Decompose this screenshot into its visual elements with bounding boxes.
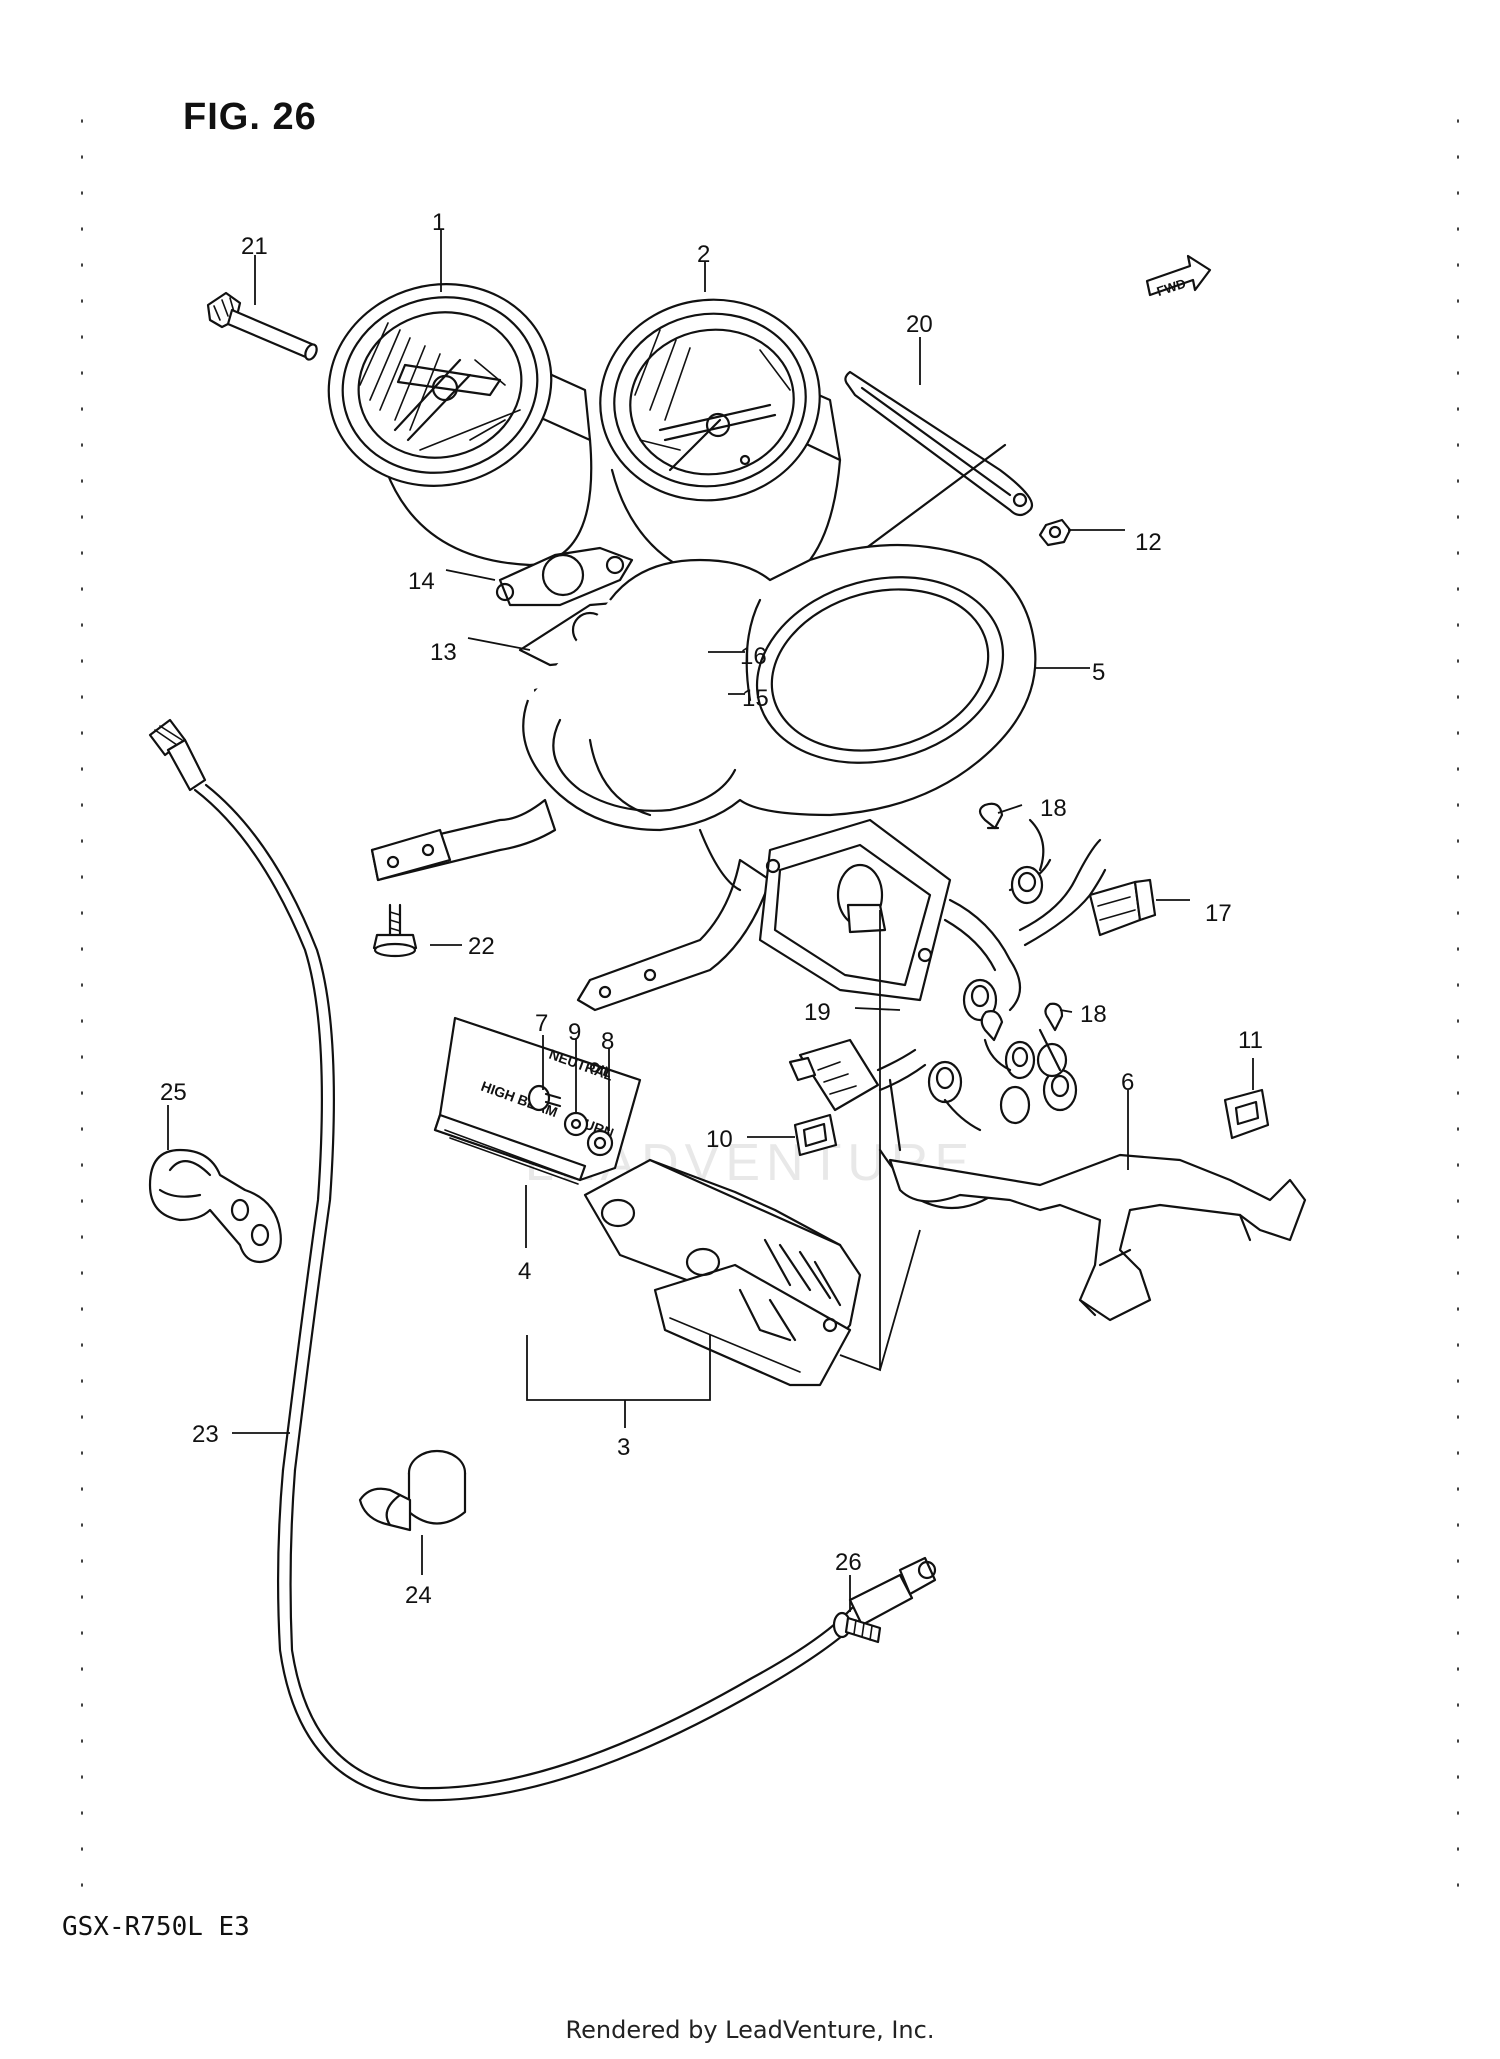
footer-credit: Rendered by LeadVenture, Inc.	[565, 2016, 935, 2044]
figure-title: FIG. 26	[183, 96, 317, 138]
callout-6: 6	[1121, 1069, 1134, 1096]
leader-lines	[167, 230, 1254, 1612]
callout-7: 7	[535, 1010, 548, 1037]
callout-4: 4	[518, 1258, 531, 1285]
part-25-clamp	[148, 1148, 282, 1264]
part-24-clamp	[358, 1449, 467, 1532]
part-1-tachometer	[327, 283, 593, 567]
callout-13: 13	[430, 639, 457, 666]
callout-12: 12	[1135, 529, 1162, 556]
callout-24: 24	[405, 1582, 432, 1609]
callout-18-bottom: 18	[1080, 1001, 1107, 1028]
lamp-harness	[758, 818, 1107, 1210]
callout-17: 17	[1205, 900, 1232, 927]
part-12-nut	[1038, 518, 1072, 547]
part-8-washer	[586, 1129, 614, 1157]
callout-15: 15	[742, 685, 769, 712]
part-26-bolt	[832, 1611, 882, 1644]
callout-19: 19	[804, 999, 831, 1026]
callout-14: 14	[408, 568, 435, 595]
callout-16: 16	[740, 643, 767, 670]
part-21-bulb-socket	[206, 291, 318, 361]
callout-labels: 1 2 21 20 12 14 13 16 15 5 18 17 22 19 1…	[160, 209, 1263, 1609]
callout-22: 22	[468, 933, 495, 960]
callout-23: 23	[192, 1421, 219, 1448]
callout-11: 11	[1238, 1027, 1263, 1054]
part-6-bracket	[888, 1153, 1307, 1322]
callout-1: 1	[432, 209, 445, 236]
callout-3: 3	[617, 1434, 630, 1461]
callout-9: 9	[568, 1019, 581, 1046]
callout-10: 10	[706, 1126, 733, 1153]
part-20-bracket-strip	[828, 370, 1033, 577]
fwd-arrow-icon: FWD	[1145, 254, 1212, 299]
part-2-speedometer	[599, 298, 842, 592]
part-17-connector	[1088, 878, 1157, 937]
part-3-lamp-housing	[583, 1158, 862, 1387]
part-22-bolt	[372, 903, 418, 958]
part-14-gasket	[495, 546, 634, 607]
callout-2: 2	[697, 241, 710, 268]
part-19-connector	[788, 1038, 927, 1112]
model-code: GSX-R750L E3	[62, 1912, 250, 1942]
part-18-bulb-top	[978, 802, 1004, 830]
part-23-speedometer-cable	[148, 718, 937, 1802]
part-10-clip	[793, 1113, 838, 1157]
panel-label-oil: OIL	[587, 1058, 615, 1081]
part-5-meter-case	[370, 543, 1037, 1012]
callout-5: 5	[1092, 659, 1105, 686]
callout-26: 26	[835, 1549, 862, 1576]
callout-25: 25	[160, 1079, 187, 1106]
part-7-screw	[527, 1084, 562, 1112]
callout-8: 8	[601, 1028, 614, 1055]
callout-20: 20	[906, 311, 933, 338]
callout-18-top: 18	[1040, 795, 1067, 822]
bulb-sockets	[927, 865, 1078, 1132]
part-9-washer	[563, 1111, 589, 1137]
callout-21: 21	[241, 233, 268, 260]
part-11-clip	[1223, 1088, 1270, 1140]
